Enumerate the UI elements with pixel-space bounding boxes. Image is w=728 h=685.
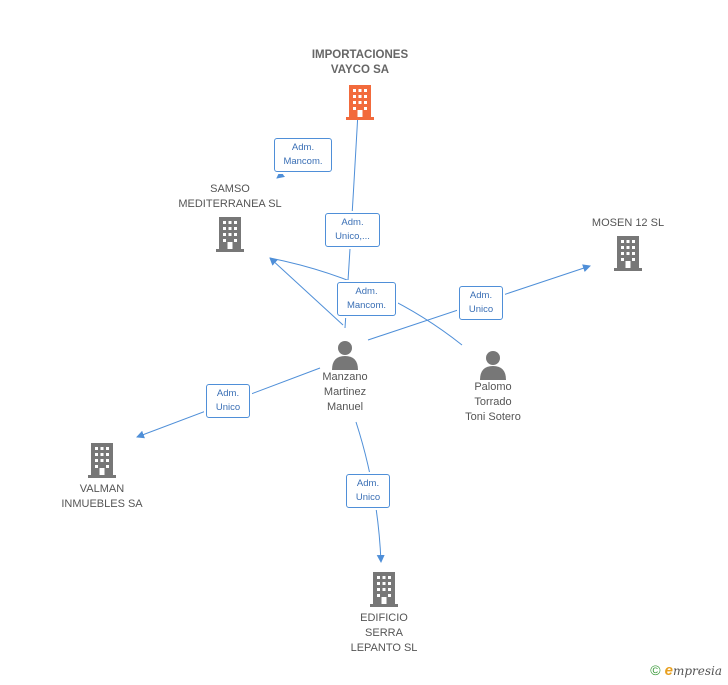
relation-label-adm-mancom-top[interactable]: Adm. Mancom. [274, 138, 332, 172]
relation-label-adm-unico-mosen[interactable]: Adm. Unico [459, 286, 503, 320]
node-samso-label: SAMSO MEDITERRANEA SL [178, 183, 282, 210]
node-mosen[interactable]: MOSEN 12 SL [578, 216, 678, 271]
node-manzano-label: Manzano Martinez Manuel [322, 371, 368, 413]
relation-label-adm-unico-importaciones[interactable]: Adm. Unico,... [325, 213, 380, 247]
node-palomo[interactable]: Palomo Torrado Toni Sotero [448, 350, 538, 425]
node-importaciones[interactable]: IMPORTACIONES VAYCO SA [300, 48, 420, 120]
brand-footer: ©empresia [650, 662, 722, 679]
building-icon [88, 443, 116, 478]
building-icon [216, 217, 244, 252]
node-palomo-label: Palomo Torrado Toni Sotero [465, 381, 521, 423]
node-edificio[interactable]: EDIFICIO SERRA LEPANTO SL [334, 571, 434, 656]
relation-label-adm-mancom-samso[interactable]: Adm. Mancom. [337, 282, 396, 316]
person-icon [480, 351, 506, 380]
node-mosen-label: MOSEN 12 SL [591, 217, 665, 229]
brand-name: mpresia [672, 664, 722, 678]
node-importaciones-label: IMPORTACIONES VAYCO SA [311, 49, 409, 76]
edge-manzano-samso [269, 257, 344, 326]
person-icon [332, 341, 358, 370]
node-valman[interactable]: VALMAN INMUEBLES SA [42, 442, 162, 512]
copyright-icon: © [650, 662, 661, 678]
node-edificio-label: EDIFICIO SERRA LEPANTO SL [350, 612, 418, 654]
building-icon [614, 236, 642, 271]
building-icon [346, 85, 374, 120]
node-samso[interactable]: SAMSO MEDITERRANEA SL [170, 182, 290, 252]
node-valman-label: VALMAN INMUEBLES SA [61, 483, 143, 510]
relation-label-adm-unico-valman[interactable]: Adm. Unico [206, 384, 250, 418]
relation-label-adm-unico-edificio[interactable]: Adm. Unico [346, 474, 390, 508]
building-icon [370, 572, 398, 607]
node-manzano[interactable]: Manzano Martinez Manuel [300, 340, 390, 415]
brand-initial: e [664, 662, 673, 679]
